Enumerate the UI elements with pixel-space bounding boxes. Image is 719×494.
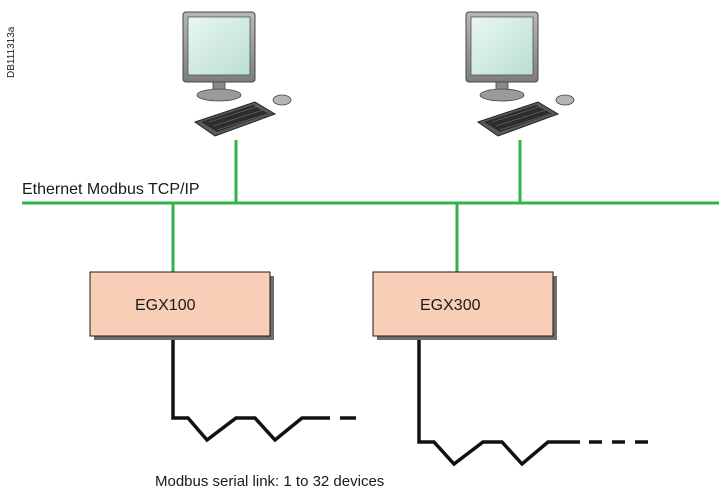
computer-workstation-2 <box>465 11 575 137</box>
computer-workstation-1 <box>182 11 292 137</box>
monitor-screen <box>470 16 534 76</box>
document-code: DB111313a <box>6 26 17 78</box>
monitor-screen <box>187 16 251 76</box>
gateway-egx300-label: EGX300 <box>420 297 481 314</box>
gateway-egx100: EGX100 <box>89 271 274 340</box>
serial-link-caption: Modbus serial link: 1 to 32 devices <box>155 473 384 490</box>
keyboard-icon <box>193 101 277 137</box>
gateway-egx100-label: EGX100 <box>135 297 196 314</box>
monitor-stand <box>479 88 525 102</box>
mouse-icon <box>272 94 292 106</box>
serial-link-egx300 <box>417 340 580 467</box>
keyboard-icon <box>476 101 560 137</box>
serial-link-egx100 <box>171 340 330 443</box>
mouse-icon <box>555 94 575 106</box>
monitor-stand <box>196 88 242 102</box>
ethernet-network-label: Ethernet Modbus TCP/IP <box>22 181 200 198</box>
gateway-egx300: EGX300 <box>372 271 557 340</box>
